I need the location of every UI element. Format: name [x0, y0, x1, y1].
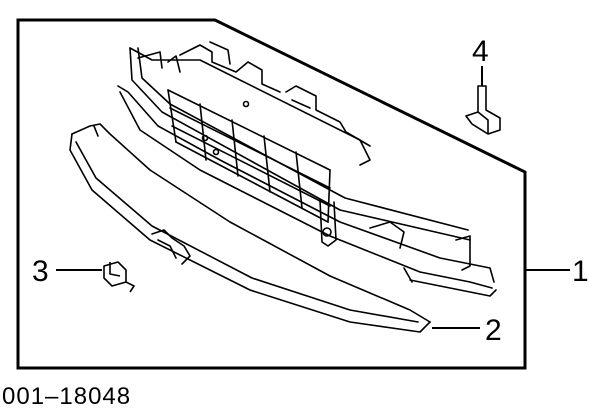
- clip: [103, 261, 135, 293]
- callout-2: 2: [485, 314, 502, 347]
- part-number-label: 001–18048: [2, 383, 131, 410]
- callout-4: 4: [472, 35, 489, 68]
- assembly-frame: [16, 18, 527, 370]
- lower-molding: [69, 123, 431, 333]
- bracket: [465, 85, 501, 135]
- callout-1: 1: [572, 255, 589, 288]
- grille-assembly: [117, 41, 497, 297]
- callout-3: 3: [32, 255, 49, 288]
